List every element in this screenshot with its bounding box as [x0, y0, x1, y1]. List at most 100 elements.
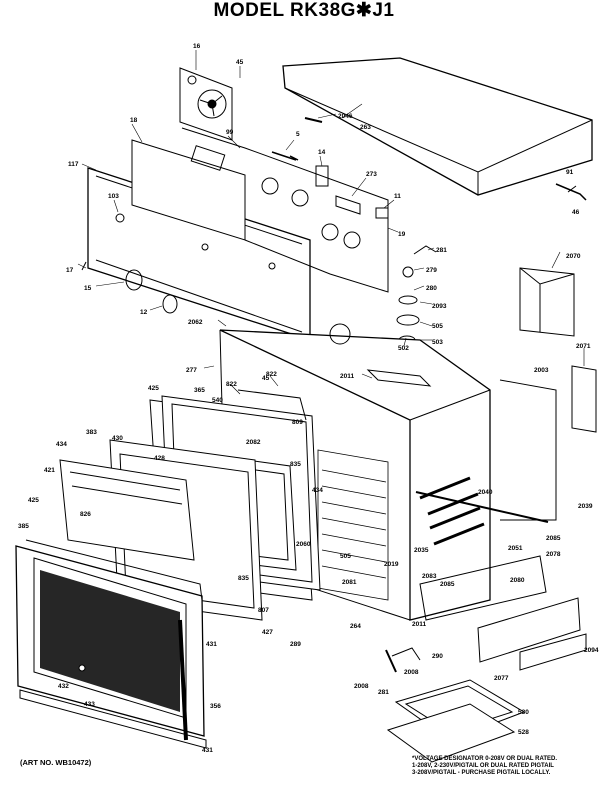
callout-12: 12 [140, 309, 148, 316]
callout-822b: 822 [226, 381, 237, 388]
callout-45: 45 [236, 59, 244, 66]
callout-281: 281 [436, 247, 447, 254]
callout-425a: 425 [148, 385, 159, 392]
art-number: (ART NO. WB10472) [20, 758, 92, 767]
callout-2078: 2078 [546, 551, 561, 558]
callout-383: 383 [86, 429, 97, 436]
callout-263: 263 [360, 124, 371, 131]
callout-2046: 2046 [338, 113, 353, 120]
callout-822a: 822 [266, 371, 277, 378]
callout-434b: 434 [312, 487, 323, 494]
callout-807: 807 [258, 607, 269, 614]
callout-505: 505 [432, 323, 443, 330]
heating-element-parts [415, 476, 549, 546]
callout-434a: 434 [56, 441, 67, 448]
callout-2081: 2081 [342, 579, 357, 586]
callout-809: 809 [292, 419, 303, 426]
callout-290: 290 [432, 653, 443, 660]
fan-bracket-part [179, 67, 233, 141]
callout-503: 503 [432, 339, 443, 346]
callout-428: 428 [154, 455, 165, 462]
callout-431a: 431 [206, 641, 217, 648]
callout-99: 99 [226, 129, 234, 136]
footnote-line: 1-208V, 2-230V/PIGTAIL OR DUAL RATED PIG… [412, 763, 554, 769]
callout-431b: 431 [202, 747, 213, 754]
callout-2008a: 2008 [404, 669, 419, 676]
callout-labels: 16 45 2046 263 5 18 99 117 14 273 11 103… [18, 43, 599, 754]
control-housing-part [131, 127, 389, 293]
callout-432: 432 [58, 683, 69, 690]
voltage-footnote: *VOLTAGE DESIGNATOR 0-208V OR DUAL RATED… [412, 756, 607, 777]
door-liner-part [59, 459, 195, 561]
callout-264: 264 [350, 623, 361, 630]
callout-427: 427 [262, 629, 273, 636]
page-title: MODEL RK38G✱J1 [213, 0, 395, 21]
callout-281b: 281 [378, 689, 389, 696]
callout-117: 117 [68, 161, 79, 168]
callout-425b: 425 [28, 497, 39, 504]
callout-289: 289 [290, 641, 301, 648]
callout-91: 91 [566, 169, 574, 176]
callout-2085a: 2085 [546, 535, 561, 542]
footnote-line: 3-208V/PIGTAIL - PURCHASE PIGTAIL LOCALL… [412, 770, 551, 776]
callout-530: 530 [518, 709, 529, 716]
callout-433: 433 [84, 701, 95, 708]
callout-540: 540 [212, 397, 223, 404]
callout-385: 385 [18, 523, 29, 530]
callout-2039: 2039 [578, 503, 593, 510]
callout-835a: 835 [290, 461, 301, 468]
callout-356: 356 [210, 703, 221, 710]
callout-2093: 2093 [432, 303, 447, 310]
callout-502: 502 [398, 345, 409, 352]
callout-19: 19 [398, 231, 406, 238]
callout-16: 16 [193, 43, 201, 50]
callout-2011: 2011 [340, 373, 354, 380]
callout-273: 273 [366, 171, 377, 178]
callout-2019: 2019 [384, 561, 399, 568]
callout-2083: 2083 [422, 573, 437, 580]
vent-and-side-trim [519, 267, 597, 433]
footnote-line: *VOLTAGE DESIGNATOR 0-208V OR DUAL RATED… [412, 756, 558, 762]
callout-2082: 2082 [246, 439, 261, 446]
callout-2080: 2080 [510, 577, 525, 584]
callout-2060: 2060 [296, 541, 311, 548]
callout-18: 18 [130, 117, 138, 124]
callout-103: 103 [108, 193, 119, 200]
callout-2077: 2077 [494, 675, 509, 682]
leader-lines [77, 50, 585, 395]
callout-5: 5 [296, 131, 300, 138]
outer-door-part [15, 539, 207, 749]
callout-2008b: 2008 [354, 683, 369, 690]
callout-2035: 2035 [414, 547, 429, 554]
oven-rack-part [317, 449, 389, 601]
callout-2070: 2070 [566, 253, 581, 260]
callout-2085b: 2085 [440, 581, 455, 588]
callout-2040: 2040 [478, 489, 493, 496]
broiler-pan-parts [385, 555, 587, 763]
callout-365a: 365 [194, 387, 205, 394]
callout-45b: 45 [262, 375, 270, 382]
callout-505b: 505 [340, 553, 351, 560]
callout-46: 46 [572, 209, 580, 216]
top-cover-part [282, 57, 593, 196]
callout-835b: 835 [238, 575, 249, 582]
callout-280: 280 [426, 285, 437, 292]
callout-2062: 2062 [188, 319, 203, 326]
callout-2011b: 2011 [412, 621, 426, 628]
knob-parts [81, 261, 178, 314]
callout-11: 11 [394, 193, 401, 200]
callout-528: 528 [518, 729, 529, 736]
callout-15: 15 [84, 285, 92, 292]
callout-2094: 2094 [584, 647, 599, 654]
callout-2003: 2003 [534, 367, 549, 374]
callout-279: 279 [426, 267, 437, 274]
callout-430: 430 [112, 435, 123, 442]
callout-17: 17 [66, 267, 74, 274]
callout-277: 277 [186, 367, 197, 374]
callout-421: 421 [44, 467, 55, 474]
callout-2071: 2071 [576, 343, 591, 350]
callout-2051: 2051 [508, 545, 523, 552]
callout-14: 14 [318, 149, 326, 156]
callout-826: 826 [80, 511, 91, 518]
